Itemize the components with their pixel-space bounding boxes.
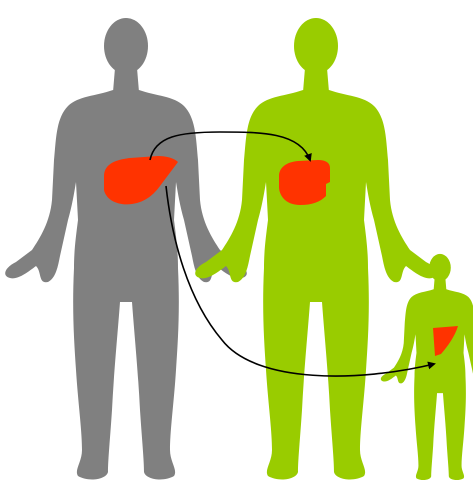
recipient-child-human-silhouette-icon	[381, 254, 473, 480]
donor-human-silhouette-icon	[5, 18, 247, 479]
human-silhouette-icon	[195, 18, 437, 479]
adult-recipient-liver-segment-icon	[279, 160, 330, 205]
human-silhouette-icon	[5, 18, 247, 479]
human-silhouette-icon	[381, 254, 473, 480]
recipient-adult-human-silhouette-icon	[195, 18, 437, 479]
